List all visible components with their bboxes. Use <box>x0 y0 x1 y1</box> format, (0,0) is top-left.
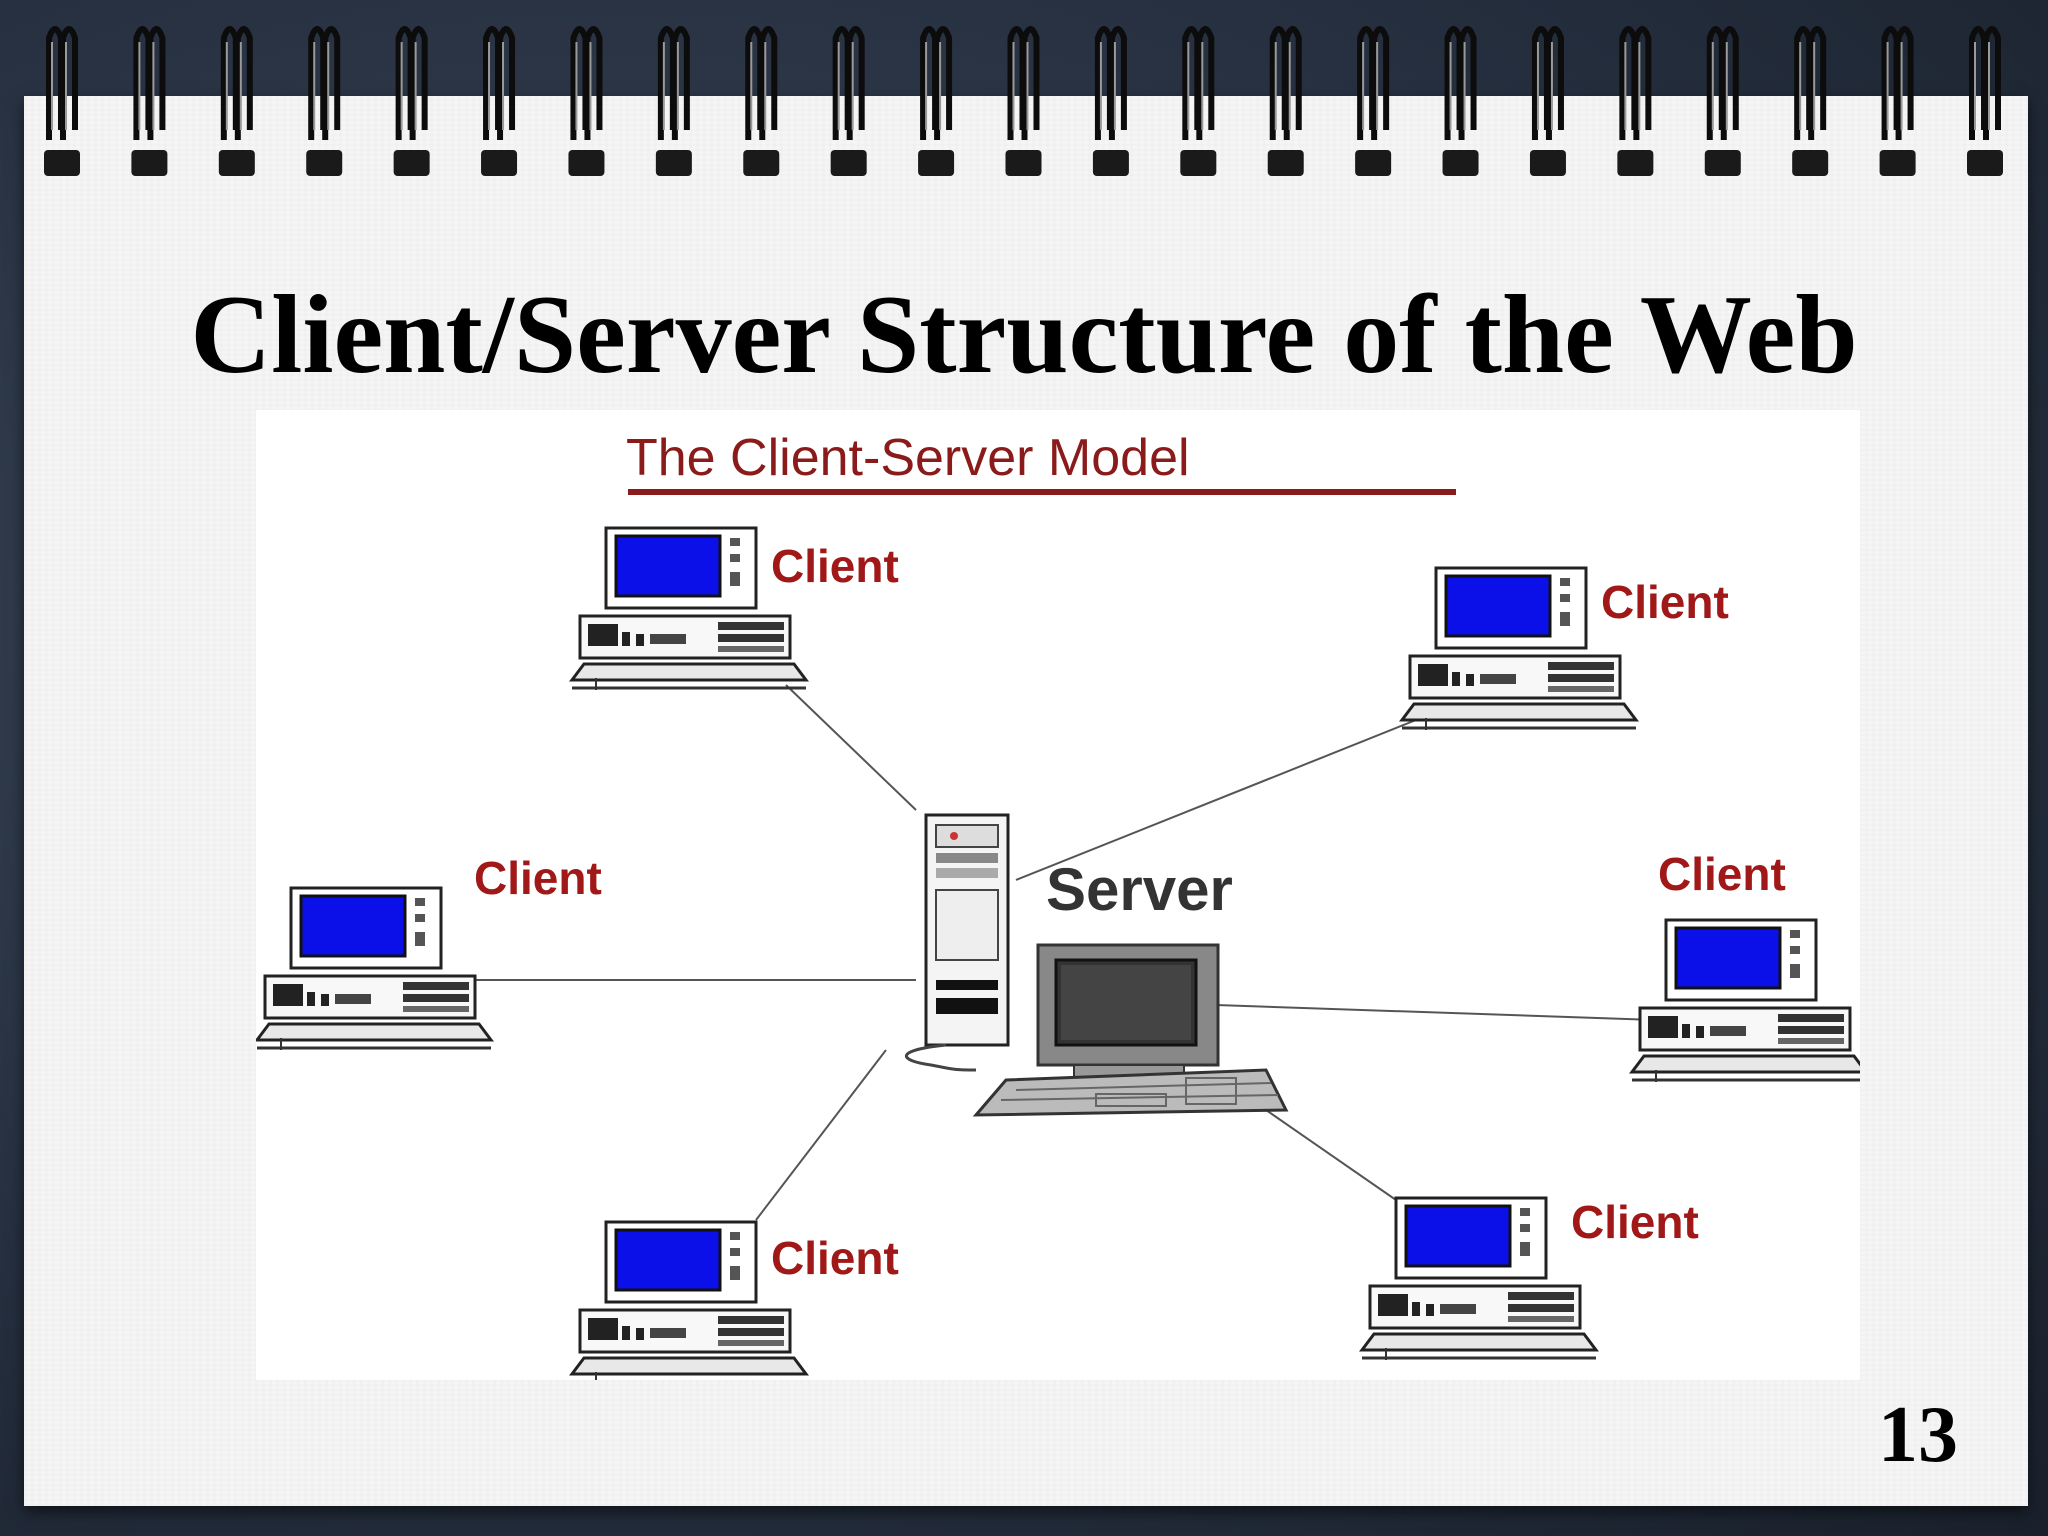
client-label: Client <box>474 852 602 904</box>
binding-ring <box>131 26 168 176</box>
binding-ring <box>830 26 867 176</box>
client-label: Client <box>1601 576 1729 628</box>
binding-ring <box>218 26 255 176</box>
binding-ring <box>1092 26 1129 176</box>
binding-ring <box>1180 26 1217 176</box>
client-label: Client <box>771 540 899 592</box>
binding-ring <box>918 26 955 176</box>
binding-ring <box>1879 26 1916 176</box>
client-middle-left <box>256 886 493 1052</box>
binding-ring <box>1617 26 1654 176</box>
binding-ring <box>481 26 518 176</box>
server-tower <box>905 813 1010 1072</box>
spiral-binding <box>44 26 2003 176</box>
binding-ring <box>655 26 692 176</box>
client-label: Client <box>1571 1196 1699 1248</box>
binding-ring <box>44 26 80 176</box>
client-label: Client <box>771 1232 899 1284</box>
binding-ring <box>743 26 780 176</box>
client-middle-right <box>1630 918 1860 1084</box>
binding-ring <box>1967 26 2003 176</box>
binding-ring <box>568 26 605 176</box>
connection-lines <box>456 684 1657 1221</box>
client-bottom-right <box>1360 1196 1598 1362</box>
diagram-title: The Client-Server Model <box>626 429 1190 487</box>
server-workstation <box>972 943 1289 1117</box>
page-number: 13 <box>1878 1391 1958 1479</box>
binding-ring <box>1529 26 1566 176</box>
server-label: Server <box>1046 856 1233 923</box>
binding-ring <box>1355 26 1392 176</box>
binding-ring <box>393 26 430 176</box>
slide-title: Client/Server Structure of the Web <box>190 273 1858 397</box>
binding-ring <box>1442 26 1479 176</box>
binding-ring <box>1267 26 1304 176</box>
binding-ring <box>1704 26 1741 176</box>
binding-ring <box>306 26 343 176</box>
client-label: Client <box>1658 848 1786 900</box>
binding-ring <box>1005 26 1042 176</box>
binding-ring <box>1792 26 1829 176</box>
client-server-diagram: The Client-Server Model Client Client Cl… <box>256 410 1860 1380</box>
